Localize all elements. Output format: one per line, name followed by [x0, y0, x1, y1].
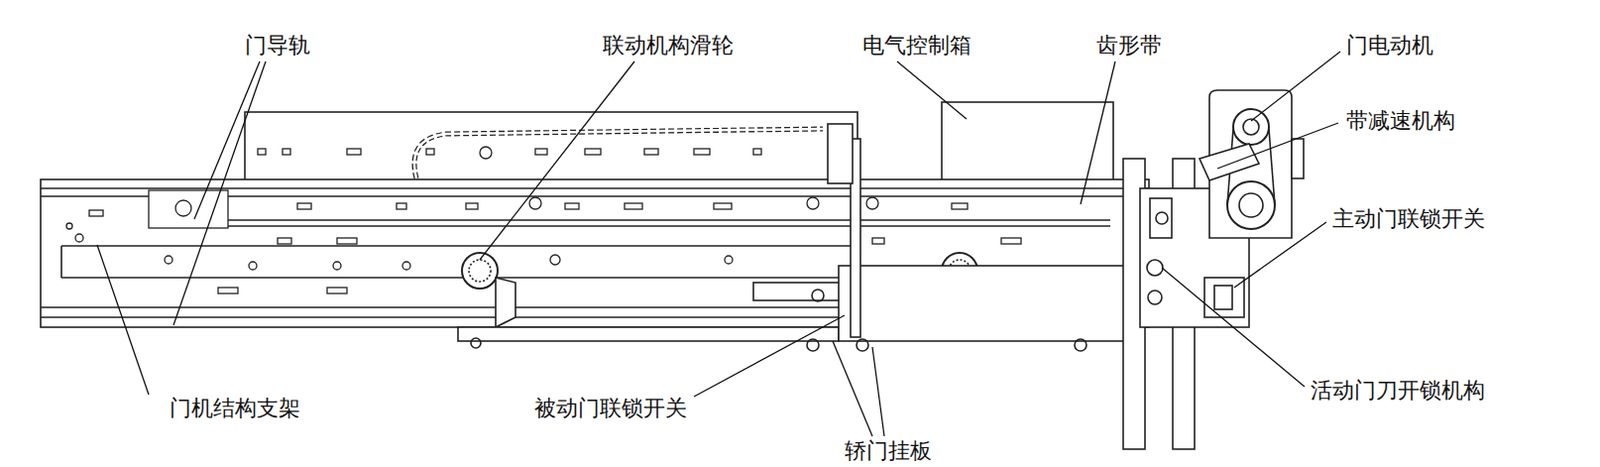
part-label: 带减速机构: [1344, 108, 1458, 134]
part-label: 齿形带: [1094, 32, 1164, 59]
part-label: 主动门联锁开关: [1330, 206, 1487, 232]
part-label: 轿门挂板: [842, 438, 934, 464]
part-label: 门机结构支架: [167, 395, 303, 422]
part-label: 活动门刀开锁机构: [1308, 377, 1487, 404]
part-label: 电气控制箱: [860, 32, 974, 59]
part-label: 门电动机: [1344, 32, 1436, 59]
part-label: 联动机构滑轮: [600, 32, 736, 59]
part-label: 被动门联锁开关: [532, 395, 689, 422]
part-label: 门导轨: [242, 32, 313, 59]
